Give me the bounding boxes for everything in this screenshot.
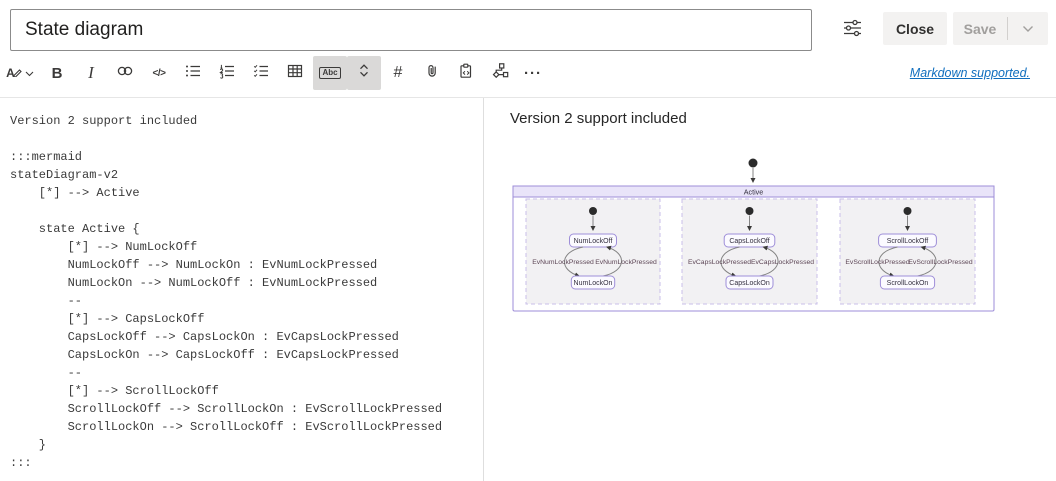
paperclip-icon xyxy=(424,63,440,84)
composite-state-title-bar xyxy=(512,185,995,198)
numbered-list-button[interactable] xyxy=(210,56,244,90)
page-title-input[interactable] xyxy=(10,9,812,51)
initial-state-dot xyxy=(589,207,597,215)
code-button[interactable]: </> xyxy=(152,67,166,79)
chevron-down-icon xyxy=(25,64,34,82)
state-label: NumLockOff xyxy=(574,238,613,245)
state-box xyxy=(569,233,617,248)
table-button[interactable] xyxy=(278,56,312,90)
format-letter: A xyxy=(6,66,15,80)
transition-label: EvCapsLockPressed xyxy=(688,259,751,266)
abc-icon: Abc xyxy=(319,67,341,79)
initial-state-dot xyxy=(903,207,912,215)
table-icon xyxy=(287,63,303,84)
checklist-icon xyxy=(253,63,269,84)
toolbar-divider xyxy=(0,97,1056,98)
state-label: ScrollLockOn xyxy=(887,280,929,287)
close-button[interactable]: Close xyxy=(883,12,947,45)
transition-label: EvScrollLockPressed xyxy=(845,259,909,266)
transition-label: EvScrollLockPressed xyxy=(908,259,972,266)
save-split-button: Save xyxy=(953,12,1048,45)
checklist-button[interactable] xyxy=(244,56,278,90)
state-box xyxy=(879,275,936,290)
save-button[interactable]: Save xyxy=(963,20,997,37)
heading-button[interactable]: # xyxy=(393,64,403,81)
markdown-source[interactable]: Version 2 support included :::mermaid st… xyxy=(10,114,443,470)
bullet-list-icon xyxy=(185,63,201,84)
transition-arrow xyxy=(917,245,937,277)
link-button[interactable] xyxy=(108,56,142,90)
state-box xyxy=(570,275,616,290)
code-snippet-button[interactable] xyxy=(449,56,483,90)
numbered-list-icon xyxy=(219,63,235,84)
chevron-down-icon xyxy=(1022,20,1034,38)
format-pane-toggle-button[interactable]: Abc xyxy=(313,56,347,90)
state-label: NumLockOn xyxy=(574,280,613,287)
chevrons-up-down-icon xyxy=(356,62,372,84)
state-box xyxy=(878,233,937,248)
pen-icon xyxy=(13,64,22,82)
save-options-button[interactable] xyxy=(1008,12,1048,45)
initial-state-dot xyxy=(748,158,758,168)
wiki-settings-button[interactable] xyxy=(840,19,864,41)
transition-label: EvCapsLockPressed xyxy=(751,259,814,266)
insert-diagram-button[interactable] xyxy=(483,56,517,90)
italic-button[interactable]: I xyxy=(88,63,94,82)
more-options-button[interactable]: ··· xyxy=(524,64,542,82)
composite-state-label: Active xyxy=(744,188,764,197)
transition-arrow xyxy=(602,245,622,277)
state-label: CapsLockOn xyxy=(729,280,770,287)
transition-arrow xyxy=(720,246,740,278)
sliders-icon xyxy=(843,19,862,42)
state-label: CapsLockOff xyxy=(729,238,769,245)
transition-label: EvNumLockPressed xyxy=(595,259,657,266)
markdown-supported-link[interactable]: Markdown supported. xyxy=(909,66,1030,80)
clipboard-code-icon xyxy=(458,63,474,84)
transition-arrow xyxy=(878,246,898,278)
pane-divider xyxy=(483,98,484,481)
transition-arrow xyxy=(759,245,779,277)
attachment-button[interactable] xyxy=(415,56,449,90)
flowchart-icon xyxy=(492,62,509,84)
state-box xyxy=(725,275,774,290)
format-color-button[interactable]: A xyxy=(2,56,38,90)
state-box xyxy=(723,233,776,248)
bullet-list-button[interactable] xyxy=(176,56,210,90)
link-icon xyxy=(116,63,134,84)
preview-heading: Version 2 support included xyxy=(510,110,687,127)
save-button-divider xyxy=(1007,17,1008,40)
initial-state-dot xyxy=(745,207,754,215)
transition-arrow xyxy=(564,246,584,278)
expand-editor-toggle-button[interactable] xyxy=(347,56,381,90)
bold-button[interactable]: B xyxy=(51,64,63,82)
state-label: ScrollLockOff xyxy=(887,238,929,245)
transition-label: EvNumLockPressed xyxy=(532,259,594,266)
